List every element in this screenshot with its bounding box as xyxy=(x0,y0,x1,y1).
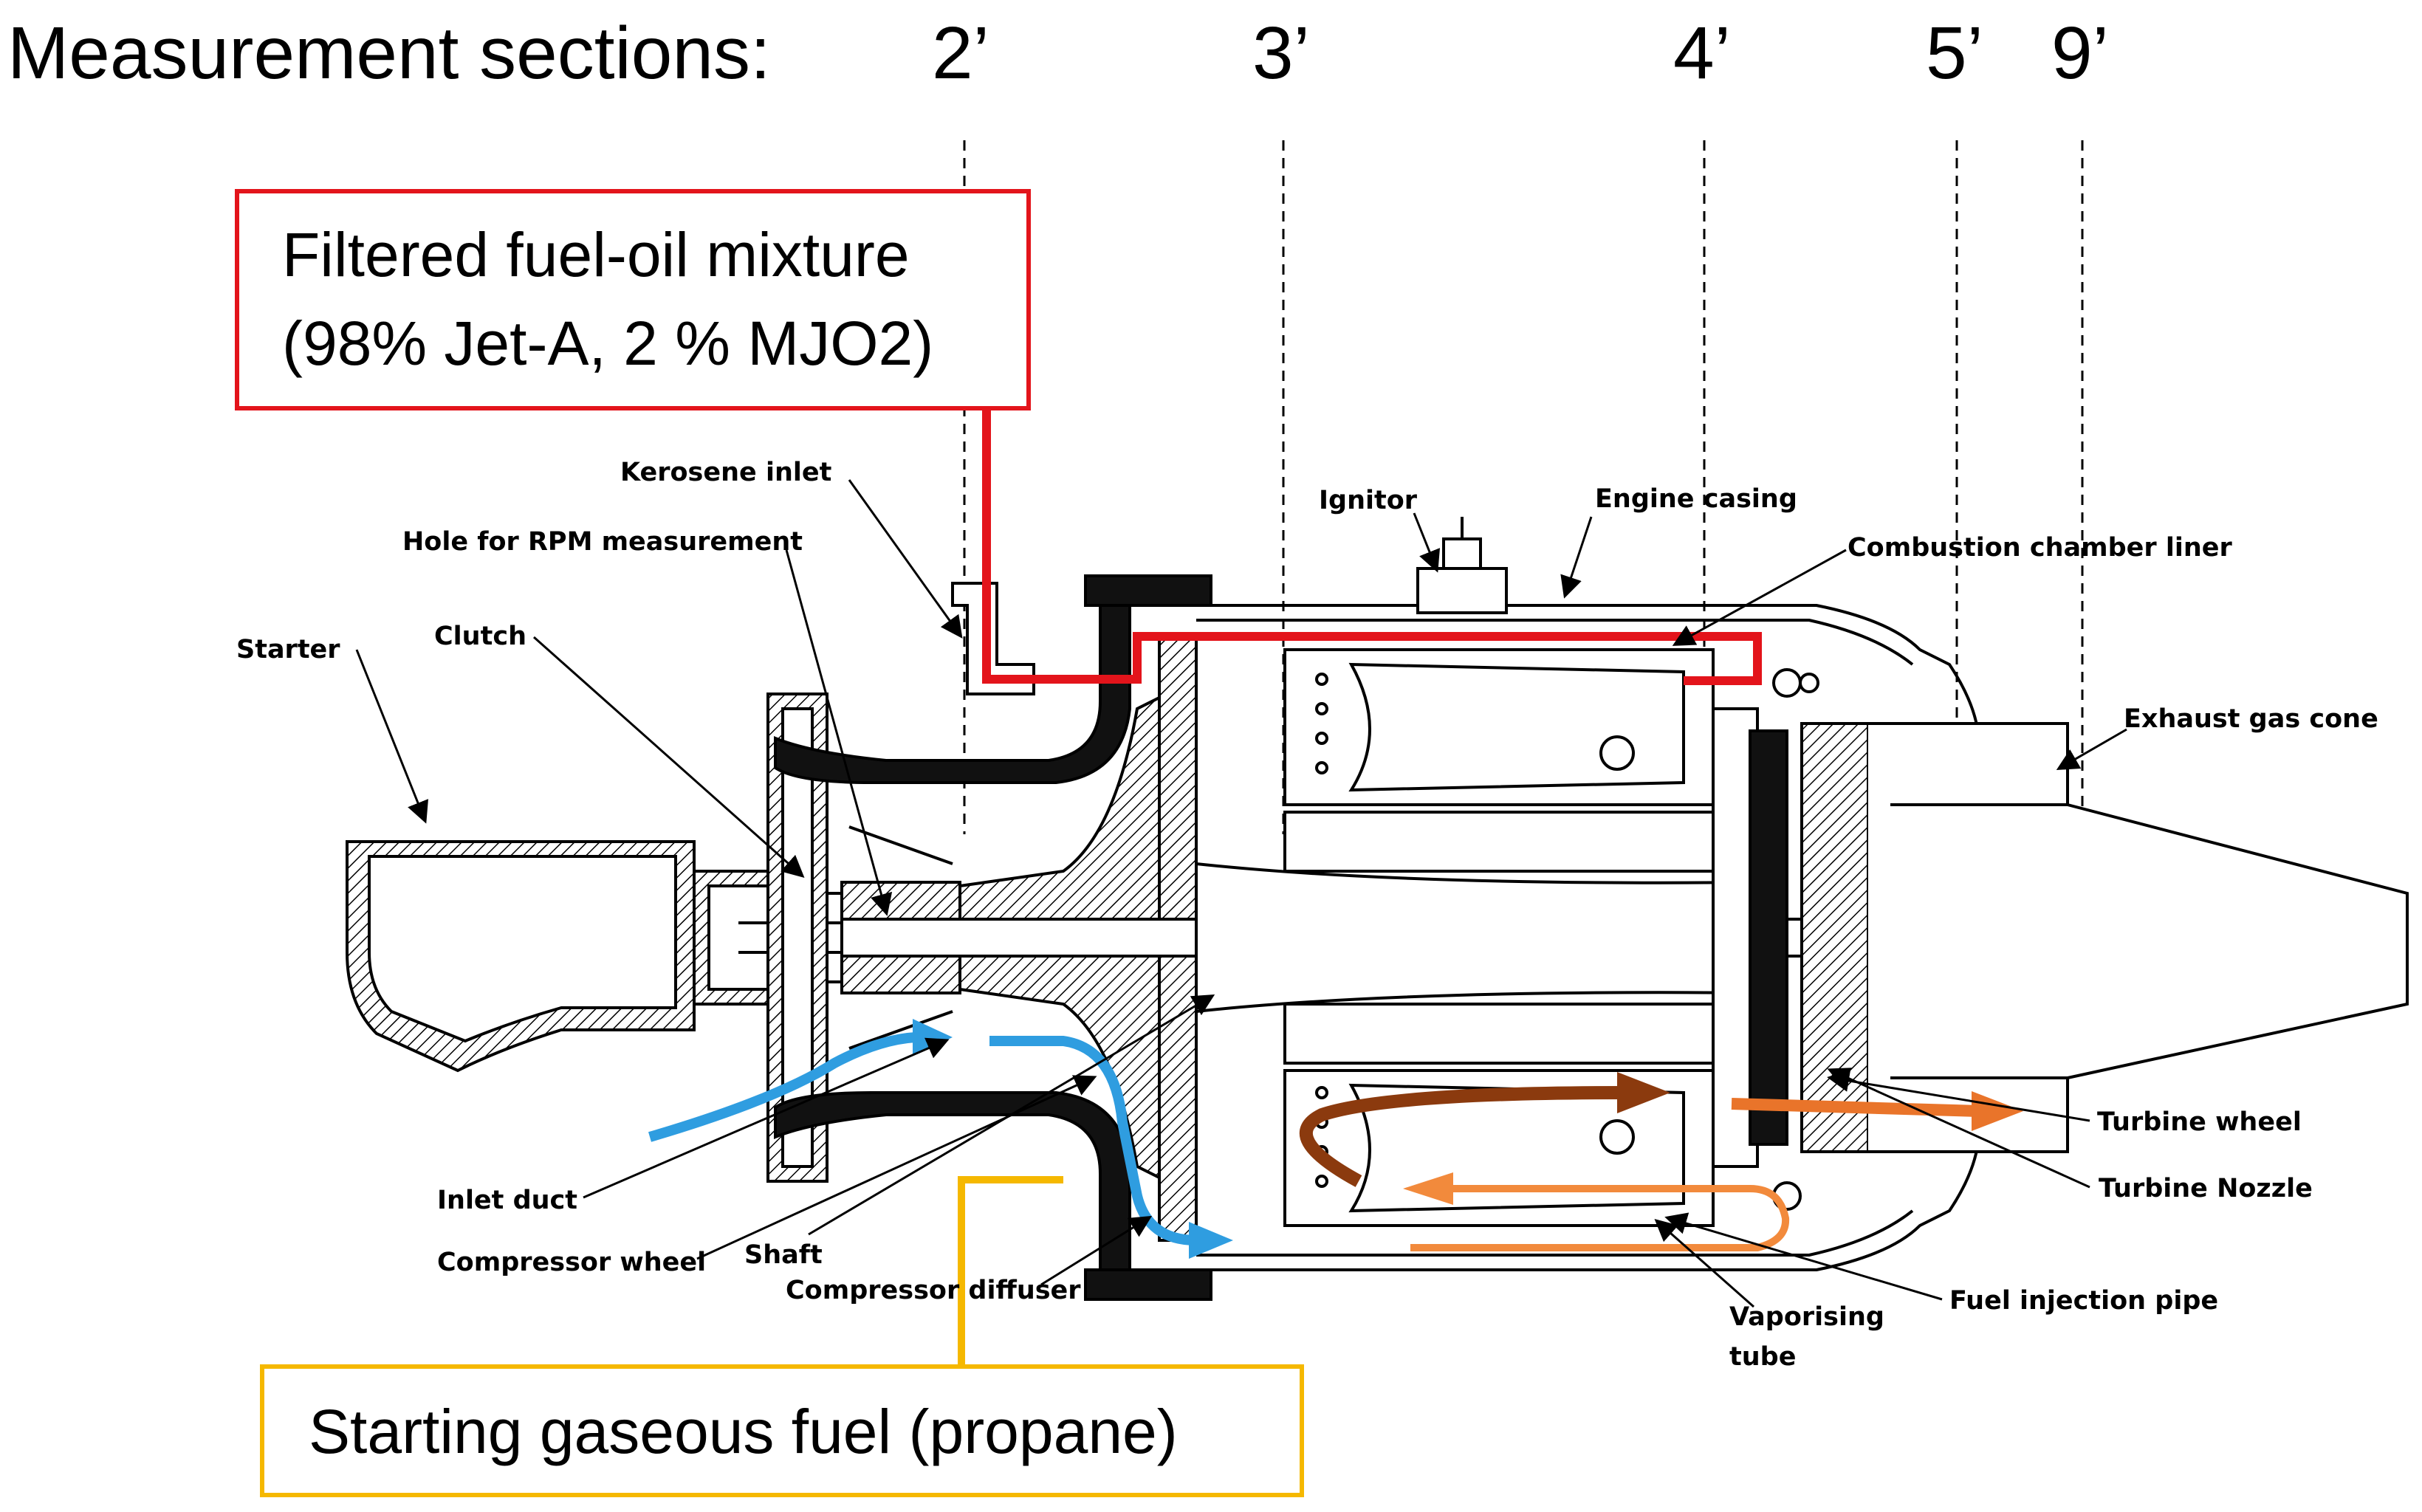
label-fuel-injection-pipe: Fuel injection pipe xyxy=(1949,1286,2219,1316)
section-label-5: 5’ xyxy=(1926,12,1983,94)
propane-line xyxy=(958,1176,1063,1364)
label-shaft: Shaft xyxy=(744,1240,823,1270)
kerosene-inlet-fitting xyxy=(951,582,1035,695)
inlet-duct-lower xyxy=(774,1091,1131,1286)
label-hole-rpm: Hole for RPM measurement xyxy=(402,527,803,557)
air-flow-arrow-compressor xyxy=(989,1036,1197,1245)
engine-outline xyxy=(346,517,2409,1301)
fuel-line xyxy=(982,410,1762,685)
fuel-mixture-line1: Filtered fuel-oil mixture xyxy=(282,220,910,289)
fuel-mixture-line2: (98% Jet-A, 2 % MJO2) xyxy=(282,309,934,378)
label-turbine-wheel: Turbine wheel xyxy=(2097,1107,2302,1137)
turbine-nozzle xyxy=(1712,707,1759,1168)
label-compressor-diffuser: Compressor diffuser xyxy=(786,1276,1081,1305)
label-engine-casing: Engine casing xyxy=(1595,484,1797,514)
section-label-9: 9’ xyxy=(2051,12,2109,94)
label-vaporising-tube: tube xyxy=(1729,1342,1797,1372)
label-turbine-nozzle: Turbine Nozzle xyxy=(2099,1174,2313,1203)
turbine-wheel xyxy=(1800,722,1870,1153)
section-label-3: 3’ xyxy=(1252,12,1310,94)
air-flow-arrow-inlet xyxy=(648,1032,916,1142)
label-exhaust-cone: Exhaust gas cone xyxy=(2124,704,2378,734)
section-label-2: 2’ xyxy=(932,12,989,94)
label-combustion-liner: Combustion chamber liner xyxy=(1848,533,2232,563)
starting-fuel-text: Starting gaseous fuel (propane) xyxy=(309,1397,1178,1466)
combustion-liner xyxy=(1283,648,1715,1227)
flow-arrows xyxy=(648,1019,2023,1259)
starting-fuel-box: Starting gaseous fuel (propane) xyxy=(260,1364,1304,1497)
injection-flow-arrow xyxy=(1410,1185,1790,1251)
section-label-4: 4’ xyxy=(1673,12,1731,94)
label-clutch: Clutch xyxy=(434,622,526,651)
label-kerosene-inlet: Kerosene inlet xyxy=(620,458,832,487)
exhaust-cone-shape xyxy=(1868,722,2409,1153)
label-compressor-wheel: Compressor wheel xyxy=(437,1248,707,1277)
label-vaporising: Vaporising xyxy=(1729,1302,1884,1332)
measurement-sections-title: Measurement sections: xyxy=(7,12,771,94)
inlet-duct-upper xyxy=(774,589,1131,784)
leader-lines xyxy=(355,479,2127,1308)
ignitor-body xyxy=(1416,517,1508,614)
label-ignitor: Ignitor xyxy=(1319,486,1418,515)
exhaust-flow-arrow xyxy=(1731,1098,1980,1117)
combustion-flow-arrow xyxy=(1299,1086,1625,1187)
label-inlet-duct: Inlet duct xyxy=(437,1186,578,1215)
fuel-mixture-box: Filtered fuel-oil mixture (98% Jet-A, 2 … xyxy=(235,189,1031,410)
label-starter: Starter xyxy=(236,635,340,664)
